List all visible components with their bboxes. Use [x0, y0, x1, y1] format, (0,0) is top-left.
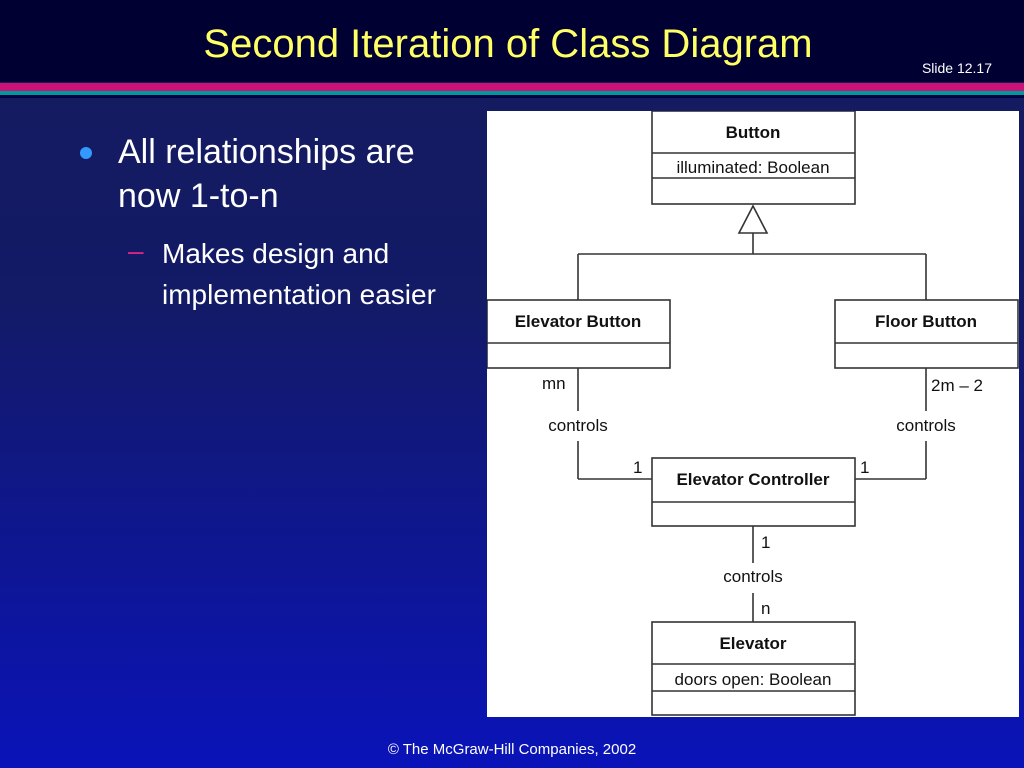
multiplicity-bottom-controller: 1 — [761, 533, 770, 552]
slide-title: Second Iteration of Class Diagram — [203, 22, 813, 66]
header-stripe-dark — [0, 95, 1024, 98]
sub-bullet-dash-icon: – — [128, 235, 144, 266]
slide-number: Slide 12.17 — [921, 60, 992, 76]
class-diagram-canvas: Button illuminated: Boolean Elevator But… — [487, 111, 1019, 716]
class-diagram: Button illuminated: Boolean Elevator But… — [487, 111, 1019, 717]
association-right: 2m – 2 controls 1 — [855, 368, 983, 480]
header-stripe-magenta — [0, 83, 1024, 91]
multiplicity-left-controller: 1 — [633, 458, 642, 477]
multiplicity-left-button: mn — [542, 374, 566, 393]
association-right-label: controls — [896, 416, 956, 435]
class-elevator-controller-name: Elevator Controller — [676, 470, 829, 489]
multiplicity-bottom-elevator: n — [761, 599, 770, 618]
title-bar — [0, 0, 1024, 82]
bullet-dot-icon — [80, 147, 92, 159]
class-elevator-attribute: doors open: Boolean — [675, 670, 832, 689]
class-button-name: Button — [726, 123, 781, 142]
bullet-sub: Makes design and implementation easier — [162, 238, 436, 310]
association-bottom: 1 controls n — [723, 526, 783, 622]
generalization-connector — [577, 204, 927, 300]
multiplicity-right-button: 2m – 2 — [931, 376, 983, 395]
class-elevator-name: Elevator — [719, 634, 786, 653]
association-bottom-label: controls — [723, 567, 783, 586]
class-elevator-button: Elevator Button — [487, 299, 671, 369]
bullet-main: All relationships are now 1-to-n — [118, 133, 415, 215]
class-elevator: Elevator doors open: Boolean — [651, 621, 856, 716]
association-left: mn controls 1 — [542, 368, 652, 480]
multiplicity-right-controller: 1 — [860, 458, 869, 477]
slide-footer: © The McGraw-Hill Companies, 2002 — [387, 741, 637, 758]
class-floor-button: Floor Button — [834, 299, 1019, 369]
class-button-attribute: illuminated: Boolean — [676, 158, 829, 177]
association-left-label: controls — [548, 416, 608, 435]
class-elevator-button-name: Elevator Button — [515, 312, 642, 331]
header-stripe-teal — [0, 91, 1024, 95]
class-button: Button illuminated: Boolean — [651, 111, 856, 205]
class-elevator-controller: Elevator Controller — [651, 457, 856, 527]
class-floor-button-name: Floor Button — [875, 312, 977, 331]
